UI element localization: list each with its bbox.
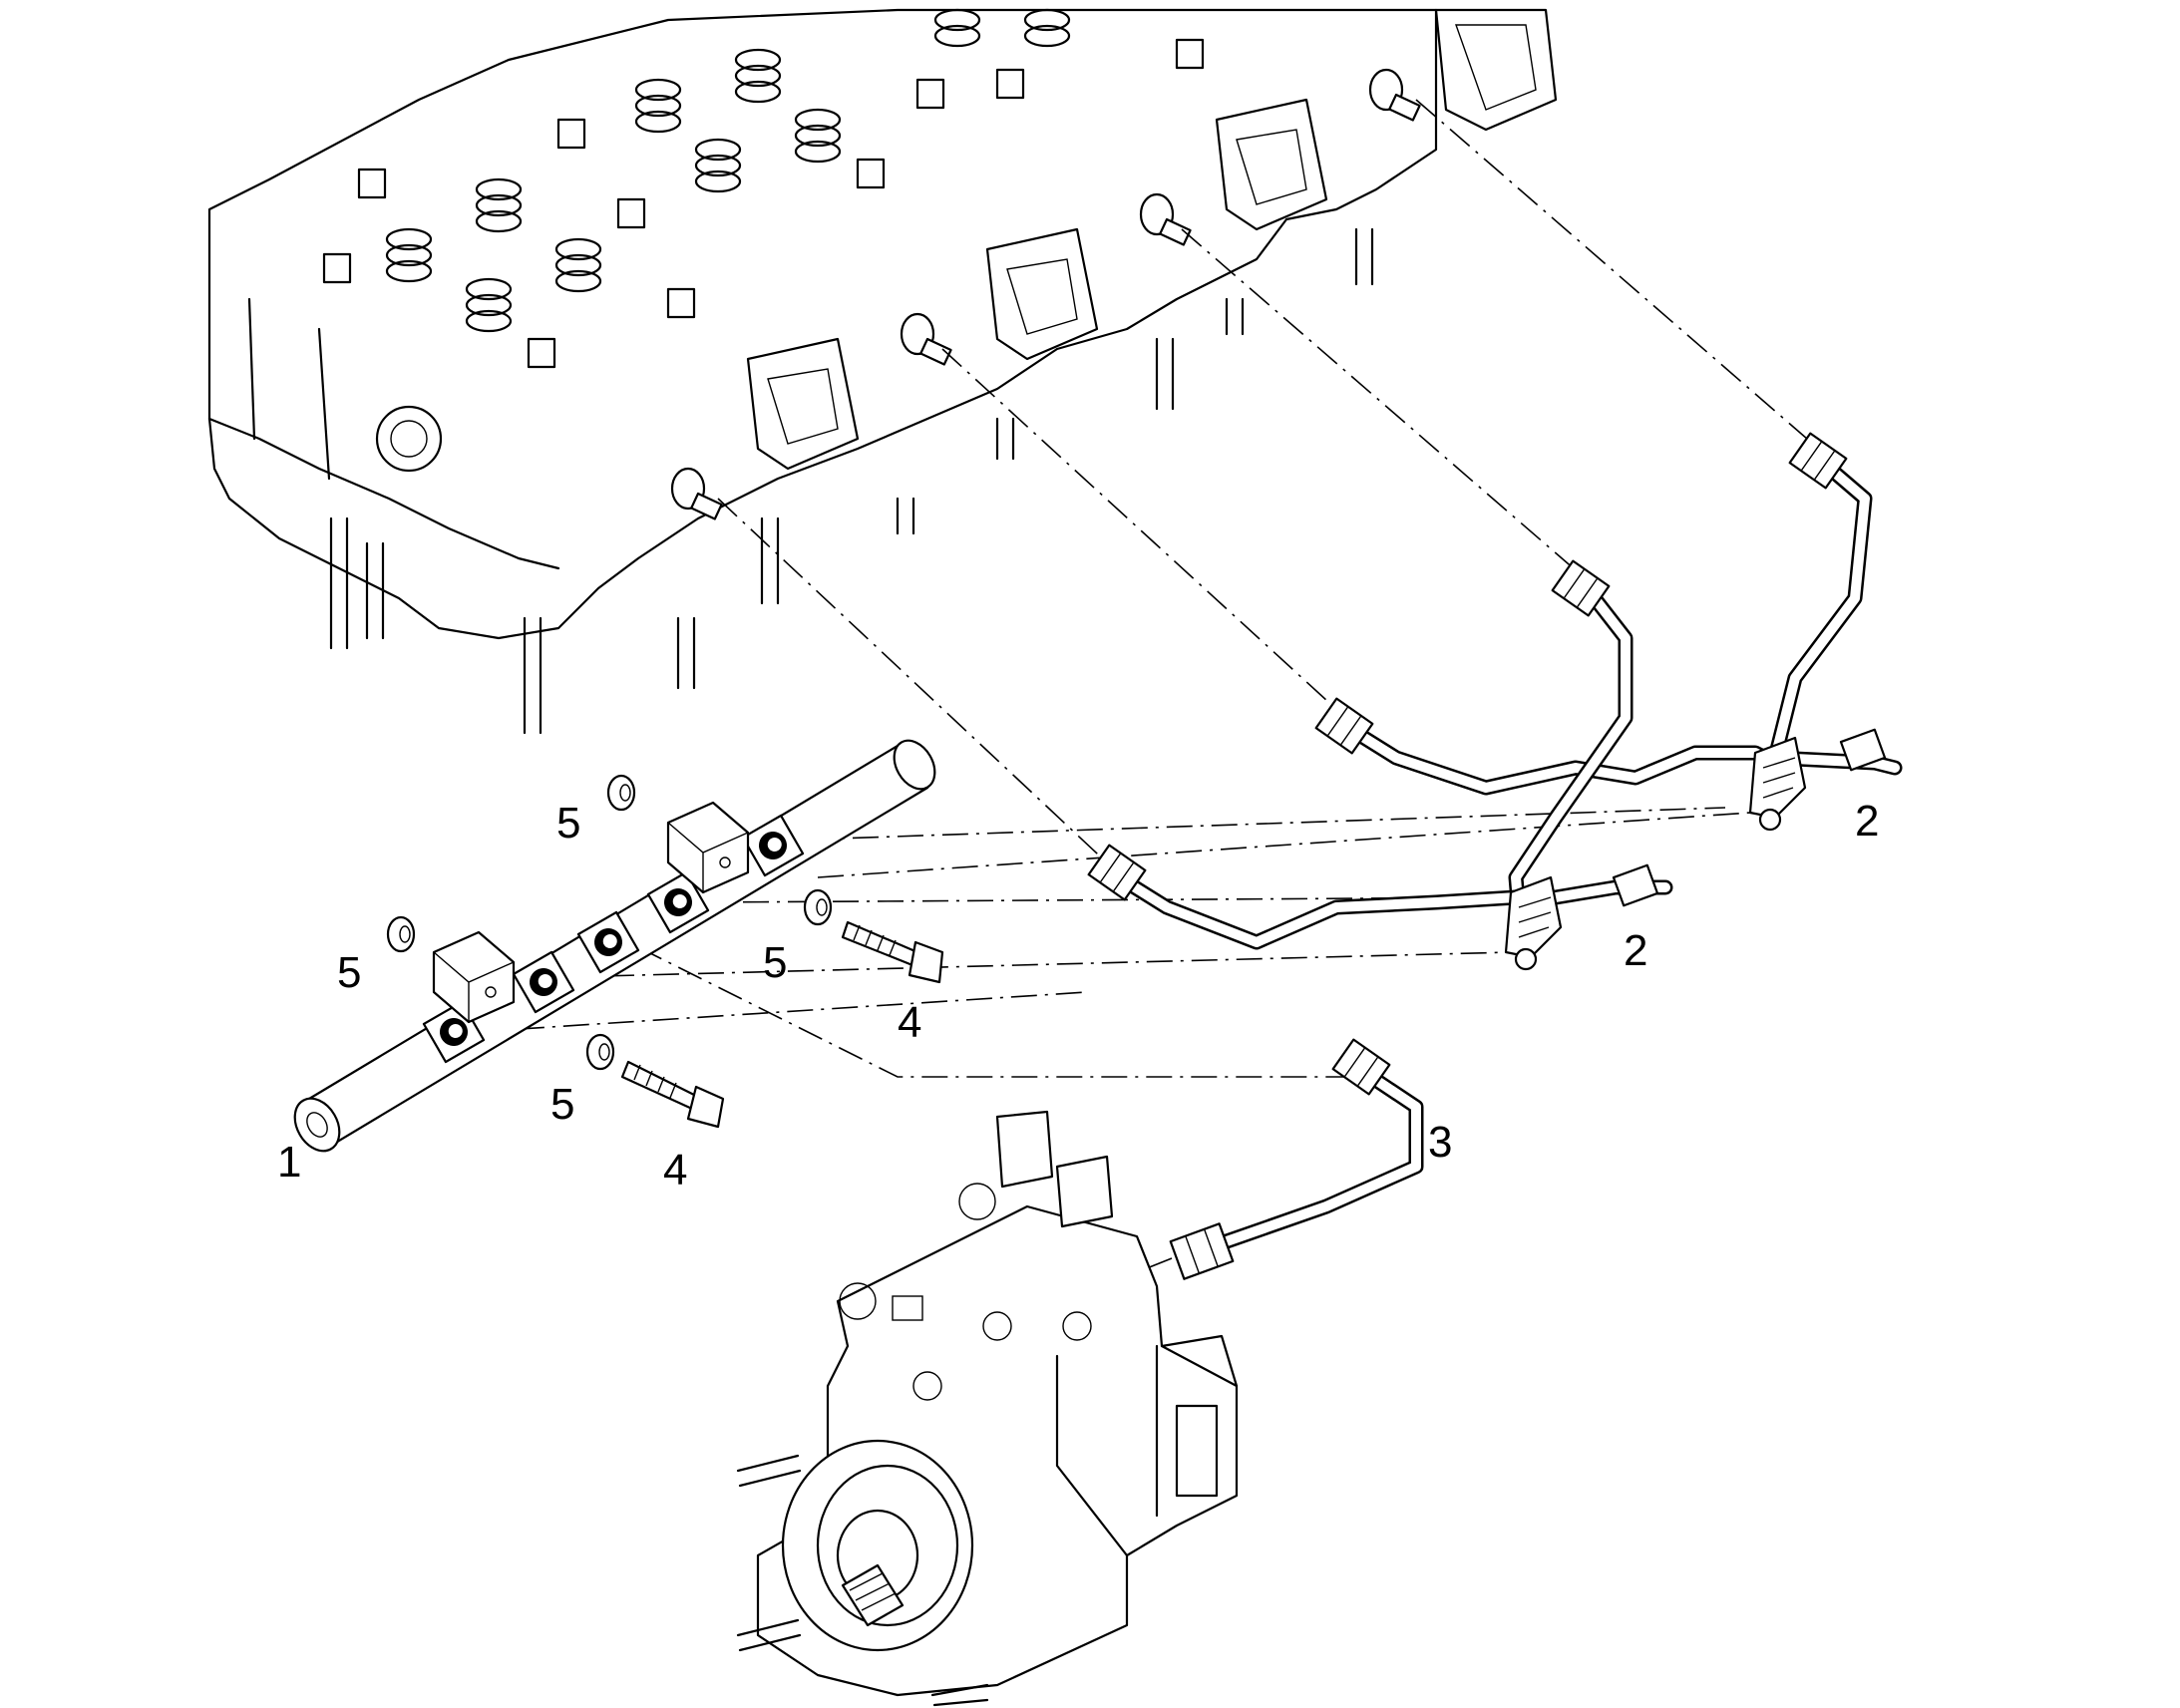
- callout-washer-top: 5: [556, 799, 580, 848]
- pump-pipe: [1146, 1038, 1424, 1280]
- washer-mid: [803, 888, 833, 926]
- callout-rail: 1: [277, 1138, 301, 1187]
- head-studs: [329, 227, 1374, 735]
- callout-washer-left: 5: [337, 948, 361, 997]
- fuel-rail: [293, 739, 936, 1153]
- callout-labels: 1 2 2 3 4 4 5 5 5 5: [277, 797, 1879, 1195]
- bolt-left: [620, 1060, 725, 1129]
- washers: [386, 774, 833, 1071]
- valve-springs: [385, 8, 1071, 333]
- head-bolts: [322, 38, 1205, 369]
- callout-washer-bottom: 5: [550, 1080, 574, 1129]
- rail-outlet-ports: [422, 814, 805, 1064]
- bolts: [620, 920, 944, 1129]
- callout-washer-mid: 5: [763, 938, 787, 987]
- callout-bolt-right: 4: [898, 998, 921, 1047]
- bolt-right: [841, 920, 944, 984]
- injector-ports: [746, 8, 1558, 471]
- alignment-lines: [473, 99, 1831, 1078]
- rail-mounting-blocks: [432, 801, 750, 1024]
- washer-left: [386, 915, 416, 953]
- washer-bottom: [585, 1033, 615, 1071]
- high-pressure-pump: [736, 1110, 1239, 1707]
- pipe-nuts: [1087, 432, 1887, 907]
- callout-pump-pipe: 3: [1428, 1118, 1452, 1167]
- callout-pipe-set-upper: 2: [1855, 797, 1879, 846]
- injector-pipes-assembly: [1087, 432, 1903, 971]
- pipe-clamps: [1504, 736, 1807, 971]
- injector-nozzles: [670, 68, 1421, 520]
- cylinder-head-assembly: [207, 8, 1558, 735]
- washer-top: [606, 774, 636, 812]
- callout-bolt-left: 4: [663, 1146, 687, 1195]
- callout-pipe-set-lower: 2: [1624, 926, 1647, 975]
